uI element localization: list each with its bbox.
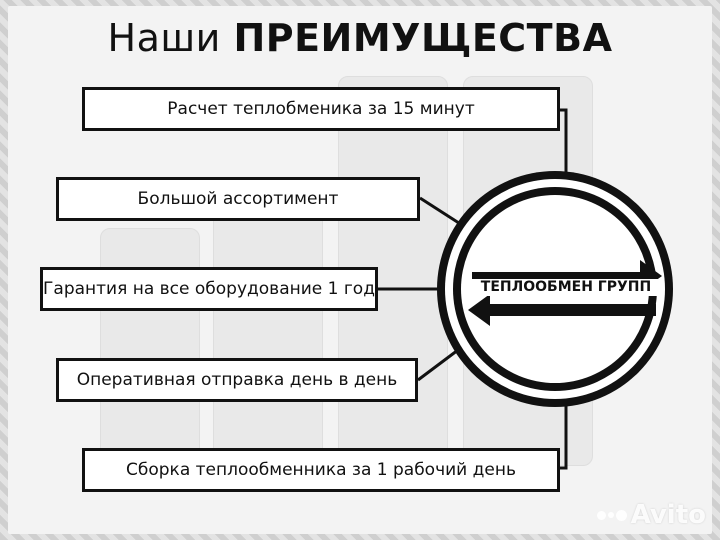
title-bold: ПРЕИМУЩЕСТВА (233, 16, 613, 60)
benefit-box-5: Сборка теплообменника за 1 рабочий день (82, 448, 560, 492)
connector-2 (419, 196, 463, 227)
connector-top (560, 108, 568, 175)
benefit-text-3: Гарантия на все оборудование 1 год (43, 279, 375, 299)
arrow-right-icon (472, 260, 662, 292)
connector-bottom (560, 402, 568, 470)
benefit-box-4: Оперативная отправка день в день (56, 358, 418, 402)
benefit-text-4: Оперативная отправка день в день (76, 370, 398, 390)
bg-plate (100, 228, 200, 458)
logo-company-name: ТЕПЛООБМЕН ГРУПП (468, 279, 664, 296)
benefit-box-2: Большой ассортимент (56, 177, 420, 221)
avito-watermark: Avito (596, 500, 706, 530)
benefit-box-1: Расчет теплобменика за 15 минут (82, 87, 560, 131)
benefit-text-2: Большой ассортимент (137, 189, 339, 209)
benefit-text-1: Расчет теплобменика за 15 минут (167, 99, 475, 119)
connector-4 (417, 348, 459, 382)
page-title: Наши ПРЕИМУЩЕСТВА (0, 16, 720, 60)
connector-lines (378, 108, 568, 470)
benefit-text-5: Сборка теплообменника за 1 рабочий день (126, 460, 516, 480)
benefit-box-3: Гарантия на все оборудование 1 год (40, 267, 378, 311)
bg-plate (213, 196, 323, 466)
title-thin: Наши (107, 16, 221, 60)
avito-logo-icon (596, 509, 627, 521)
arrow-left-icon (468, 294, 656, 326)
watermark-text: Avito (630, 500, 706, 530)
